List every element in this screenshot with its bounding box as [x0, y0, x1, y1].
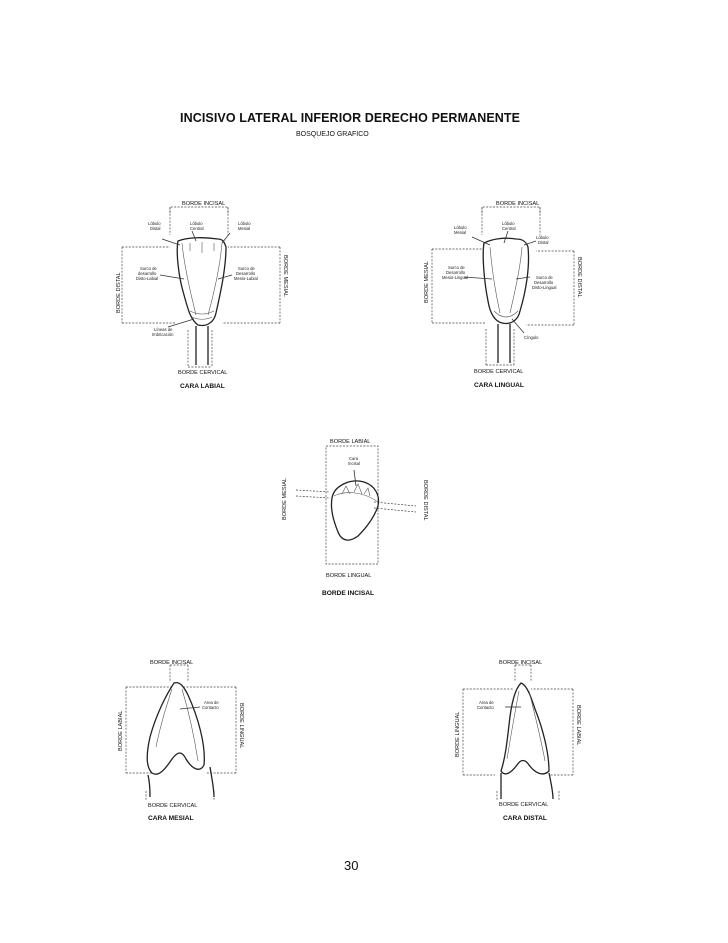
- lingual-surco-left-2: Desarrollo: [446, 270, 466, 275]
- incisal-top-label: BORDE LABIAL: [330, 439, 370, 445]
- page-number: 30: [344, 858, 359, 873]
- lingual-left-label: BORDE MESIAL: [424, 261, 430, 303]
- distal-bottom-label: BORDE CERVICAL: [499, 802, 548, 808]
- labial-surco-left-1: Surco de: [140, 266, 157, 271]
- mesial-caption: CARA MESIAL: [148, 815, 194, 822]
- figure-cara-mesial: BORDE INCISAL BORDE LABIAL BORDE LINGUAL…: [118, 660, 244, 822]
- mesial-right-label: BORDE LINGUAL: [238, 703, 244, 748]
- lingual-top-label: BORDE INCISAL: [496, 201, 539, 207]
- distal-area-2: Contacto: [477, 705, 494, 710]
- labial-lobulo-distal-2: Distal: [150, 226, 161, 231]
- labial-left-label: BORDE DISTAL: [116, 272, 122, 313]
- incisal-bottom-label: BORDE LINGUAL: [326, 573, 371, 579]
- lingual-surco-right-2: Desarrollo: [534, 280, 554, 285]
- mesial-top-label: BORDE INCISAL: [150, 660, 193, 666]
- incisal-caption: BORDE INCISAL: [322, 590, 374, 597]
- lingual-lobulo-mesial-1: Lóbulo: [454, 225, 467, 230]
- labial-surco-right-3: Mesio-Labial: [234, 276, 258, 281]
- lingual-caption: CARA LINGUAL: [474, 382, 524, 389]
- page-title: INCISIVO LATERAL INFERIOR DERECHO PERMAN…: [180, 111, 521, 125]
- labial-lobulo-mesial-1: Lóbulo: [238, 221, 251, 226]
- lingual-lobulo-central-2: Central: [502, 226, 516, 231]
- page-subtitle: BOSQUEJO GRAFICO: [296, 131, 369, 138]
- lingual-lobulo-mesial-2: Mesial: [454, 230, 466, 235]
- labial-surco-right-1: Surco de: [238, 266, 255, 271]
- labial-top-label: BORDE INCISAL: [182, 201, 225, 207]
- lingual-surco-right-1: Surco de: [536, 275, 553, 280]
- incisal-cara-1: Cara: [349, 456, 359, 461]
- distal-top-label: BORDE INCISAL: [499, 660, 542, 666]
- incisal-left-label: BORDE MESIAL: [282, 478, 288, 520]
- incisal-cara-2: Incisal: [348, 461, 360, 466]
- mesial-left-label: BORDE LABIAL: [118, 711, 124, 751]
- labial-caption: CARA LABIAL: [180, 383, 225, 390]
- distal-area-1: Area de: [479, 700, 494, 705]
- figure-cara-distal: BORDE INCISAL BORDE LINGUAL BORDE LABIAL…: [455, 660, 581, 822]
- labial-right-label: BORDE MESIAL: [282, 255, 288, 297]
- labial-lobulo-central-1: Lóbulo: [190, 221, 203, 226]
- figure-cara-labial: BORDE INCISAL BORDE DISTAL BORDE MESIAL …: [116, 201, 288, 390]
- labial-surco-left-2: desarrollo: [138, 271, 157, 276]
- labial-surco-left-3: Disto-Labial: [136, 276, 158, 281]
- lingual-surco-left-3: Mesio-Lingual: [442, 275, 468, 280]
- lingual-cingulo: Cíngulo: [524, 335, 539, 340]
- labial-lineas-2: Imbricación: [152, 332, 174, 337]
- distal-caption: CARA DISTAL: [503, 815, 547, 822]
- labial-bottom-label: BORDE CERVICAL: [178, 370, 227, 376]
- labial-surco-right-2: Desarrollo: [236, 271, 256, 276]
- labial-lobulo-distal-1: Lóbulo: [148, 221, 161, 226]
- mesial-area-1: Area de: [204, 700, 219, 705]
- lingual-surco-left-1: Surco de: [448, 265, 465, 270]
- lingual-bottom-label: BORDE CERVICAL: [474, 369, 523, 375]
- distal-right-label: BORDE LABIAL: [575, 705, 581, 745]
- distal-left-label: BORDE LINGUAL: [455, 712, 461, 757]
- lingual-lobulo-distal-2: Distal: [538, 240, 549, 245]
- mesial-area-2: Contacto: [202, 705, 219, 710]
- labial-lineas-1: Líneas de: [154, 327, 173, 332]
- incisal-right-label: BORDE DISTAL: [422, 480, 428, 521]
- labial-lobulo-mesial-2: Mesial: [238, 226, 250, 231]
- lingual-lobulo-distal-1: Lóbulo: [536, 235, 549, 240]
- labial-lobulo-central-2: Central: [190, 226, 204, 231]
- mesial-bottom-label: BORDE CERVICAL: [148, 803, 197, 809]
- figure-cara-lingual: BORDE INCISAL BORDE MESIAL BORDE DISTAL …: [424, 201, 582, 389]
- lingual-lobulo-central-1: Lóbulo: [502, 221, 515, 226]
- lingual-surco-right-3: Disto-Lingual: [532, 285, 557, 290]
- figure-borde-incisal: BORDE LABIAL BORDE MESIAL BORDE DISTAL B…: [282, 439, 428, 597]
- lingual-right-label: BORDE DISTAL: [576, 257, 582, 298]
